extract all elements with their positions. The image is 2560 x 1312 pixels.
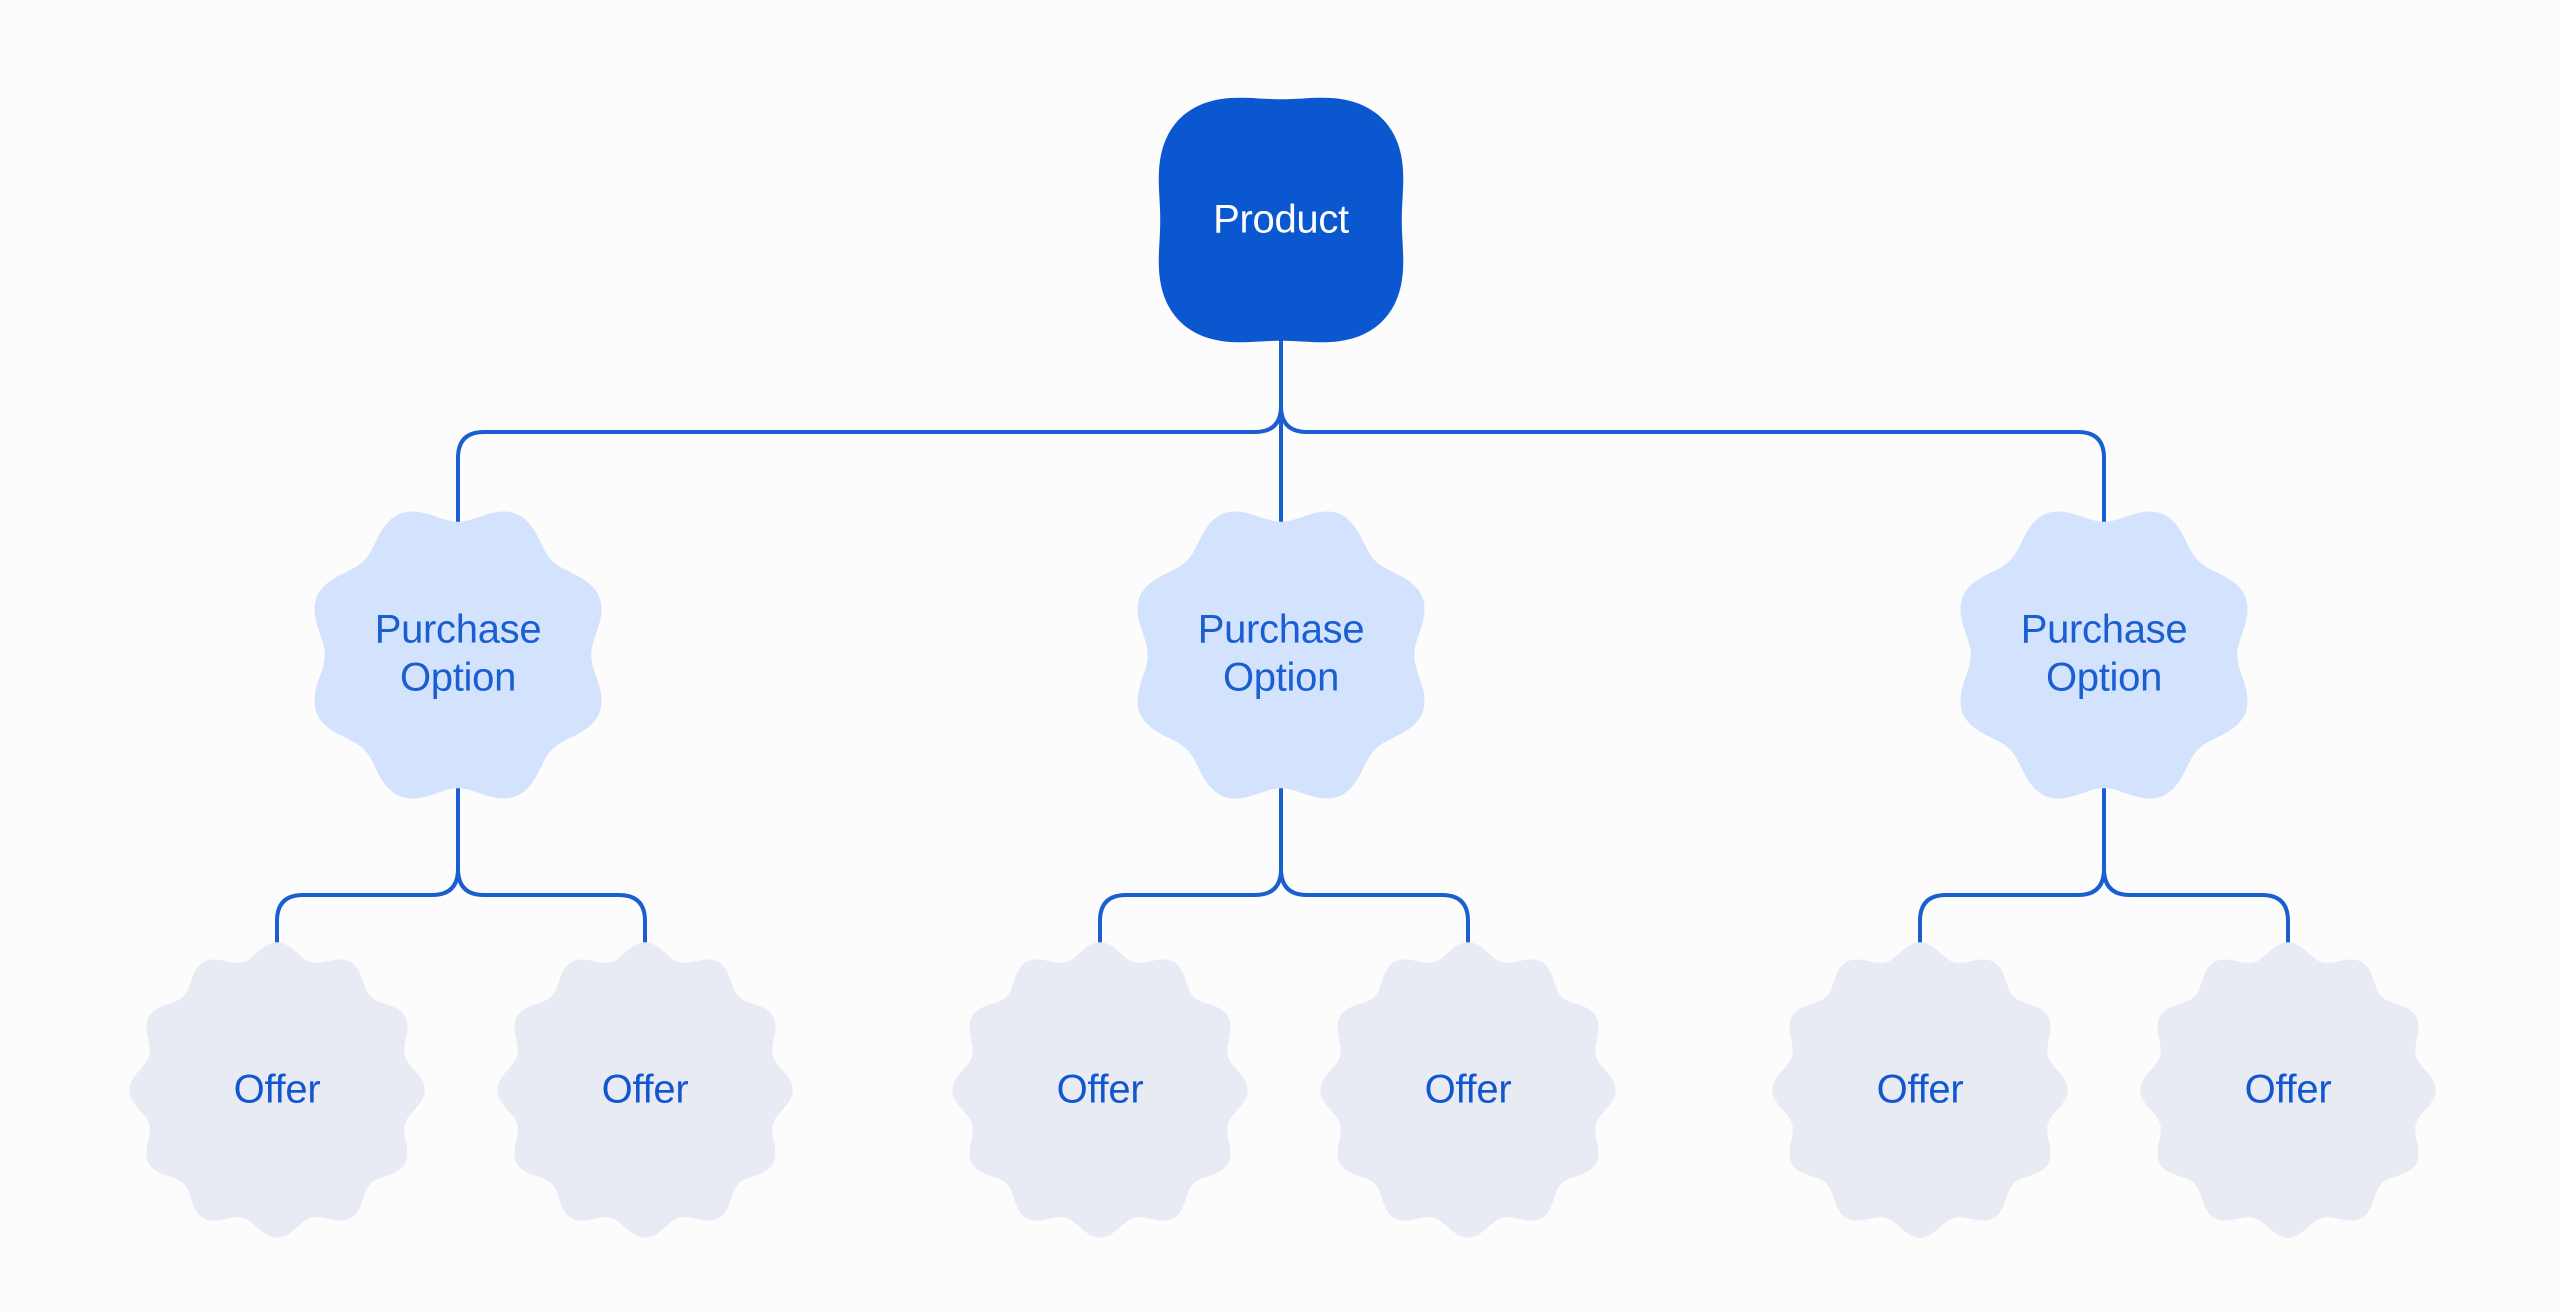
offer-node-shape bbox=[1320, 942, 1616, 1238]
product-node-layer: Product bbox=[1158, 97, 1404, 343]
offer-node[interactable]: Offer bbox=[2140, 942, 2436, 1238]
purchase-option-node-shape bbox=[1960, 511, 2248, 799]
connector-purchase-option-2-to-offer-3 bbox=[1098, 778, 1283, 970]
offer-node-shape bbox=[952, 942, 1248, 1238]
purchase-option-node-shape bbox=[314, 511, 602, 799]
offer-node-shape bbox=[129, 942, 425, 1238]
connector-product-to-purchase-option-3 bbox=[1279, 332, 2106, 532]
offer-node-label: Offer bbox=[2245, 1068, 2332, 1112]
connector-purchase-option-3-to-offer-6 bbox=[2102, 778, 2290, 970]
offer-node-label: Offer bbox=[1877, 1068, 1964, 1112]
connectors-options-to-offers bbox=[275, 778, 2290, 970]
offer-node-label: Offer bbox=[1425, 1068, 1512, 1112]
offer-node-shape bbox=[497, 942, 793, 1238]
offer-node[interactable]: Offer bbox=[1320, 942, 1616, 1238]
offer-node[interactable]: Offer bbox=[952, 942, 1248, 1238]
offer-node-shape bbox=[2140, 942, 2436, 1238]
offer-node-label: Offer bbox=[234, 1068, 321, 1112]
offer-node[interactable]: Offer bbox=[1772, 942, 2068, 1238]
connector-purchase-option-1-to-offer-1 bbox=[275, 778, 460, 970]
connector-purchase-option-3-to-offer-5 bbox=[1918, 778, 2106, 970]
purchase-option-label-line1: Purchase bbox=[1198, 608, 1365, 652]
offer-nodes-layer: Offer Offer Offer Offer Offer Offer bbox=[129, 942, 2436, 1238]
offer-node-shape bbox=[1772, 942, 2068, 1238]
offer-node[interactable]: Offer bbox=[497, 942, 793, 1238]
offer-node-label: Offer bbox=[1057, 1068, 1144, 1112]
purchase-option-label-line1: Purchase bbox=[375, 608, 542, 652]
purchase-option-label-line1: Purchase bbox=[2021, 608, 2188, 652]
connector-purchase-option-1-to-offer-2 bbox=[456, 778, 647, 970]
connector-product-to-purchase-option-1 bbox=[456, 332, 1283, 532]
purchase-option-label-line2: Option bbox=[2046, 656, 2162, 700]
purchase-option-nodes-layer: PurchaseOptionPurchaseOptionPurchaseOpti… bbox=[314, 511, 2248, 799]
offer-node[interactable]: Offer bbox=[129, 942, 425, 1238]
connectors-root-to-options bbox=[456, 332, 2106, 532]
purchase-option-node-shape bbox=[1137, 511, 1425, 799]
product-node-label: Product bbox=[1213, 198, 1349, 242]
connector-purchase-option-2-to-offer-4 bbox=[1279, 778, 1470, 970]
product-node-shape bbox=[1158, 97, 1404, 343]
purchase-option-label-line2: Option bbox=[400, 656, 516, 700]
offer-node-label: Offer bbox=[602, 1068, 689, 1112]
product-node[interactable]: Product bbox=[1158, 97, 1404, 343]
purchase-option-label-line2: Option bbox=[1223, 656, 1339, 700]
